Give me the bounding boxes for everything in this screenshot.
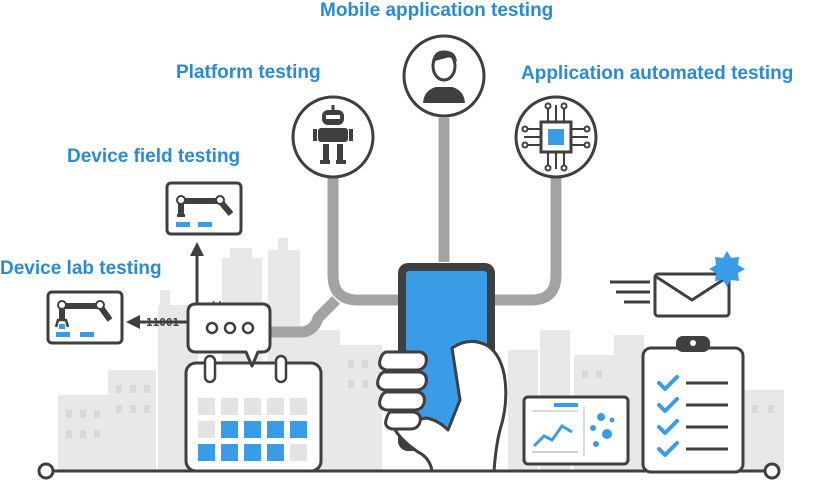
calendar-cell xyxy=(244,398,261,415)
analytics-dashboard-icon xyxy=(522,395,630,466)
label-mobile-app-testing: Mobile application testing xyxy=(320,0,554,21)
arrow-up xyxy=(190,242,204,305)
calendar-cell xyxy=(221,444,238,461)
check-mark-icon xyxy=(657,441,679,457)
calendar-cell xyxy=(290,421,307,438)
calendar-cell xyxy=(244,444,261,461)
binary-horizontal: 11001 xyxy=(146,316,179,329)
check-mark-icon xyxy=(657,375,679,391)
notification-badge xyxy=(709,251,745,287)
calendar-cell xyxy=(267,398,284,415)
envelope-icon xyxy=(610,251,745,318)
calendar-cell xyxy=(290,444,307,461)
calendar-cell xyxy=(198,444,215,461)
calendar-cell xyxy=(221,398,238,415)
label-application-automated-testing: Application automated testing xyxy=(521,63,794,84)
robotic-arm-gripper-icon xyxy=(54,300,113,337)
check-mark-icon xyxy=(657,419,679,435)
robotic-arm-icon xyxy=(176,195,234,227)
hand-icon xyxy=(376,340,508,473)
check-mark-icon xyxy=(657,397,679,413)
calendar-cell xyxy=(198,421,215,438)
calendar-cell xyxy=(290,398,307,415)
label-device-lab-testing: Device lab testing xyxy=(0,258,162,279)
mobile-app-circle xyxy=(402,34,486,118)
calendar-cell xyxy=(267,444,284,461)
calendar-icon xyxy=(184,354,323,473)
label-device-field-testing: Device field testing xyxy=(67,146,241,167)
calendar-cell xyxy=(198,398,215,415)
cpu-chip-icon xyxy=(521,102,591,172)
phone-in-hand xyxy=(376,263,508,473)
device-lab-box xyxy=(46,290,124,345)
label-platform-testing: Platform testing xyxy=(176,62,321,83)
city-windows xyxy=(66,360,774,438)
robot-icon xyxy=(313,105,353,164)
speech-bubble-dots-icon xyxy=(186,302,272,368)
user-avatar-icon xyxy=(423,50,465,103)
platform-circle xyxy=(291,95,375,179)
calendar-cell xyxy=(267,421,284,438)
device-field-box xyxy=(165,181,243,236)
checklist-items xyxy=(657,375,728,457)
calendar-cell xyxy=(244,421,261,438)
arrow-left xyxy=(126,315,192,329)
connector-lines xyxy=(270,118,562,338)
app-automated-circle xyxy=(514,95,598,179)
clipboard-checklist-icon xyxy=(641,336,745,474)
calendar-grid xyxy=(198,398,307,461)
calendar-cell xyxy=(221,421,238,438)
